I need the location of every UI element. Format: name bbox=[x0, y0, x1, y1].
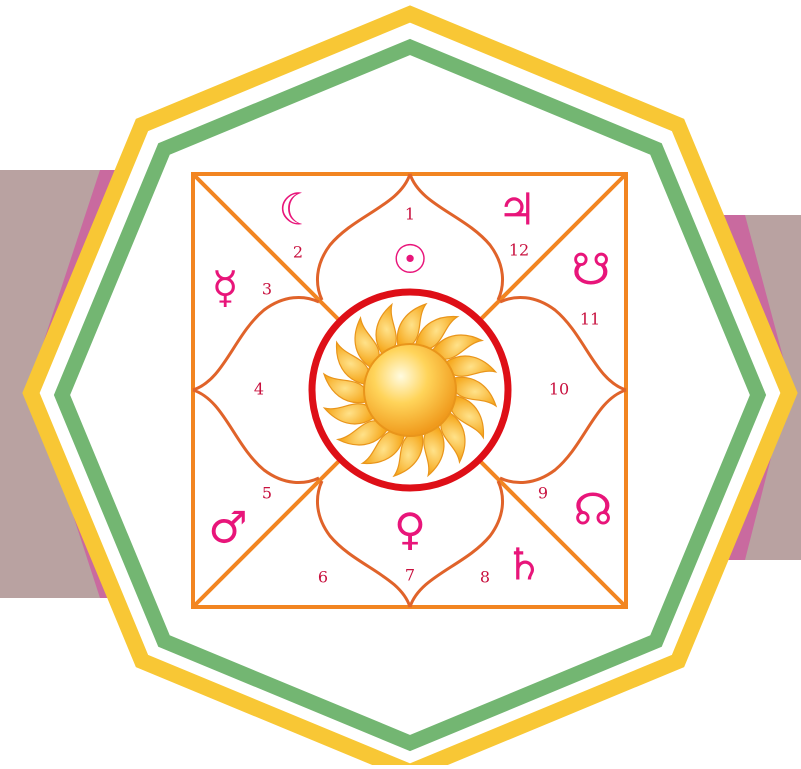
house-number-2: 2 bbox=[293, 243, 303, 262]
south-node-glyph-icon: ☋ bbox=[571, 245, 610, 296]
jupiter-glyph-icon: ♃ bbox=[497, 185, 536, 236]
sun-core bbox=[364, 344, 456, 436]
house-number-8: 8 bbox=[480, 568, 490, 587]
house-number-7: 7 bbox=[405, 566, 415, 585]
house-number-6: 6 bbox=[318, 568, 328, 587]
house-number-12: 12 bbox=[509, 241, 529, 260]
moon-glyph-icon: ☾ bbox=[278, 185, 317, 236]
house-number-3: 3 bbox=[262, 280, 272, 299]
house-number-11: 11 bbox=[580, 310, 600, 329]
house-number-9: 9 bbox=[538, 484, 548, 503]
mercury-glyph-icon: ☿ bbox=[211, 263, 238, 314]
house-number-10: 10 bbox=[549, 380, 569, 399]
sun-glyph-icon: ☉ bbox=[392, 237, 428, 283]
house-number-1: 1 bbox=[405, 205, 415, 224]
house-number-4: 4 bbox=[254, 380, 264, 399]
venus-glyph-icon: ♀ bbox=[394, 505, 426, 556]
mars-glyph-icon: ♂ bbox=[208, 503, 247, 554]
house-number-5: 5 bbox=[262, 484, 272, 503]
saturn-glyph-icon: ♄ bbox=[504, 540, 543, 591]
north-node-glyph-icon: ☊ bbox=[573, 485, 612, 536]
